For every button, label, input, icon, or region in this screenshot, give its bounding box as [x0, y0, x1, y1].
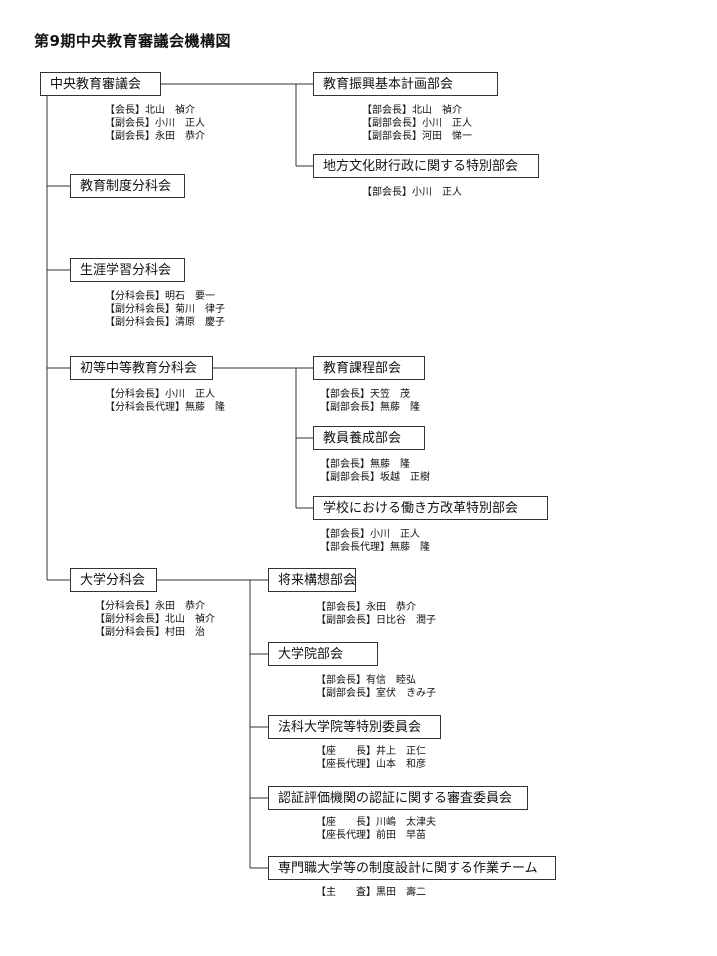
box-kyoiku-shinko-kihon-keikaku-bukai: 教育振興基本計画部会: [313, 72, 498, 96]
member-line: 【副会長】小川 正人: [105, 118, 205, 129]
box-senmonshoku-daigaku-sagyo-team: 専門職大学等の制度設計に関する作業チーム: [268, 856, 556, 880]
member-line: 【部会長】小川 正人: [320, 529, 420, 540]
box-shorai-koso-bukai: 将来構想部会: [268, 568, 356, 592]
yosei-members: 【部会長】無藤 隆 【副部会長】坂越 正樹: [320, 458, 430, 484]
member-line: 【副部会長】坂越 正樹: [320, 472, 430, 483]
box-kyoiku-seido-bunkakai: 教育制度分科会: [70, 174, 185, 198]
member-line: 【部会長】有信 睦弘: [316, 675, 416, 686]
root-box-chuo-kyoiku-shingikai: 中央教育審議会: [40, 72, 161, 96]
shorai-members: 【部会長】永田 恭介 【副部会長】日比谷 潤子: [316, 601, 436, 627]
box-daigakuin-bukai: 大学院部会: [268, 642, 378, 666]
root-members: 【会長】北山 禎介 【副会長】小川 正人 【副会長】永田 恭介: [105, 104, 205, 143]
member-line: 【部会長】無藤 隆: [320, 459, 410, 470]
daigakuin-members: 【部会長】有信 睦弘 【副部会長】室伏 きみ子: [316, 674, 436, 700]
member-line: 【副部会長】無藤 隆: [320, 402, 420, 413]
member-line: 【副部会長】河田 悌一: [362, 131, 472, 142]
senmon-members: 【主 査】黒田 壽二: [316, 886, 426, 899]
daigaku-members: 【分科会長】永田 恭介 【副分科会長】北山 禎介 【副分科会長】村田 治: [95, 600, 215, 639]
box-kyoiku-katei-bukai: 教育課程部会: [313, 356, 425, 380]
member-line: 【部会長】北山 禎介: [362, 105, 462, 116]
member-line: 【副分科会長】村田 治: [95, 627, 205, 638]
member-line: 【主 査】黒田 壽二: [316, 887, 426, 898]
member-line: 【分科会長代理】無藤 隆: [105, 402, 225, 413]
kihon-members: 【部会長】北山 禎介 【副部会長】小川 正人 【副部会長】河田 悌一: [362, 104, 472, 143]
member-line: 【副部会長】日比谷 潤子: [316, 615, 436, 626]
houka-members: 【座 長】井上 正仁 【座長代理】山本 和彦: [316, 745, 426, 771]
katei-members: 【部会長】天笠 茂 【副部会長】無藤 隆: [320, 388, 420, 414]
member-line: 【座 長】井上 正仁: [316, 746, 426, 757]
member-line: 【分科会長】小川 正人: [105, 389, 215, 400]
member-line: 【副部会長】小川 正人: [362, 118, 472, 129]
member-line: 【副会長】永田 恭介: [105, 131, 205, 142]
member-line: 【副部会長】室伏 きみ子: [316, 688, 436, 699]
box-chiho-bunkazai-tokubetsu-bukai: 地方文化財行政に関する特別部会: [313, 154, 539, 178]
ninsho-members: 【座 長】川嶋 太津夫 【座長代理】前田 早苗: [316, 816, 436, 842]
member-line: 【部会長代理】無藤 隆: [320, 542, 430, 553]
hataraki-members: 【部会長】小川 正人 【部会長代理】無藤 隆: [320, 528, 430, 554]
member-line: 【部会長】小川 正人: [362, 187, 462, 198]
box-shogai-gakushu-bunkakai: 生涯学習分科会: [70, 258, 185, 282]
member-line: 【分科会長】永田 恭介: [95, 601, 205, 612]
member-line: 【会長】北山 禎介: [105, 105, 195, 116]
member-line: 【副分科会長】清原 慶子: [105, 317, 225, 328]
member-line: 【部会長】永田 恭介: [316, 602, 416, 613]
member-line: 【副分科会長】菊川 律子: [105, 304, 225, 315]
box-shoto-chuto-kyoiku-bunkakai: 初等中等教育分科会: [70, 356, 213, 380]
member-line: 【座 長】川嶋 太津夫: [316, 817, 436, 828]
box-hoka-daigakuin-tokubetsu-iinkai: 法科大学院等特別委員会: [268, 715, 441, 739]
member-line: 【部会長】天笠 茂: [320, 389, 410, 400]
shogai-members: 【分科会長】明石 要一 【副分科会長】菊川 律子 【副分科会長】清原 慶子: [105, 290, 225, 329]
box-ninsho-hyoka-shinsa-iinkai: 認証評価機関の認証に関する審査委員会: [268, 786, 528, 810]
member-line: 【座長代理】前田 早苗: [316, 830, 426, 841]
box-hatarakikata-kaikaku-tokubetsu-bukai: 学校における働き方改革特別部会: [313, 496, 548, 520]
box-kyoin-yosei-bukai: 教員養成部会: [313, 426, 425, 450]
bunka-members: 【部会長】小川 正人: [362, 186, 462, 199]
member-line: 【副分科会長】北山 禎介: [95, 614, 215, 625]
box-daigaku-bunkakai: 大学分科会: [70, 568, 157, 592]
member-line: 【座長代理】山本 和彦: [316, 759, 426, 770]
shochu-members: 【分科会長】小川 正人 【分科会長代理】無藤 隆: [105, 388, 225, 414]
member-line: 【分科会長】明石 要一: [105, 291, 215, 302]
page-title: 第9期中央教育審議会機構図: [34, 32, 231, 50]
